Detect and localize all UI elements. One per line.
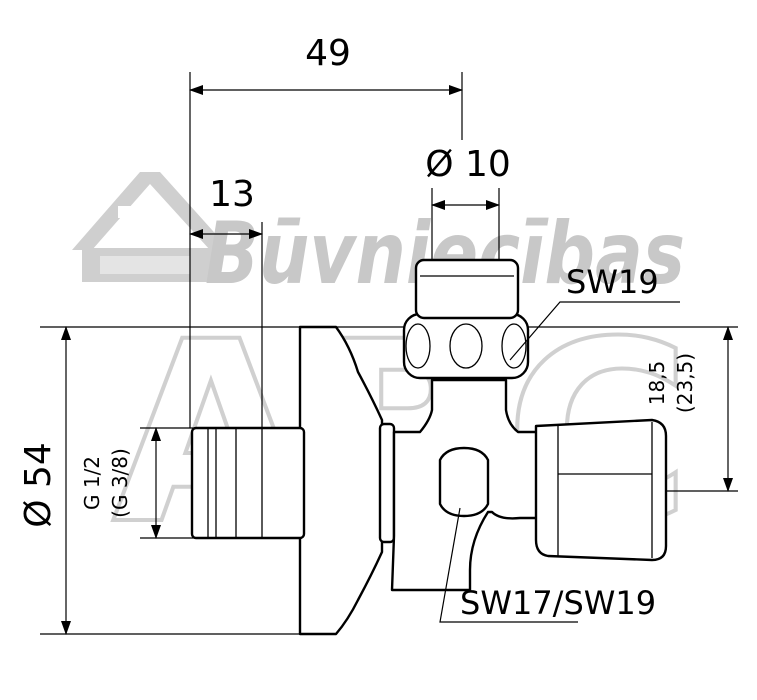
wall-flange xyxy=(298,325,384,636)
outlet-height-label: 18,5 xyxy=(645,361,669,406)
body-leader-line xyxy=(439,507,578,623)
thread-length-label: 13 xyxy=(209,174,255,215)
outlet-height-alt-label: (23,5) xyxy=(673,353,697,413)
cap-leader-line xyxy=(509,301,680,361)
flange-diameter-label: Ø 54 xyxy=(18,442,59,528)
body-wrench-size-label: SW17/SW19 xyxy=(460,584,656,622)
dimension-labels: 49 13 Ø 10 Ø 54 G 1/2 (G 3/8) 18,5 (23,5… xyxy=(18,33,697,622)
cap-wrench-size-label: SW19 xyxy=(566,263,659,301)
valve-body xyxy=(190,258,668,636)
dimension-lines xyxy=(61,85,733,635)
outlet-nut xyxy=(534,418,668,562)
threaded-inlet xyxy=(190,426,306,540)
thread-size-label: G 1/2 xyxy=(80,456,104,510)
overall-length-label: 49 xyxy=(305,33,351,74)
spindle-diameter-label: Ø 10 xyxy=(425,144,511,185)
lower-outlet-stub xyxy=(438,446,490,518)
thread-size-alt-label: (G 3/8) xyxy=(108,448,132,518)
spindle-top xyxy=(414,258,520,320)
rear-collar xyxy=(378,422,396,544)
